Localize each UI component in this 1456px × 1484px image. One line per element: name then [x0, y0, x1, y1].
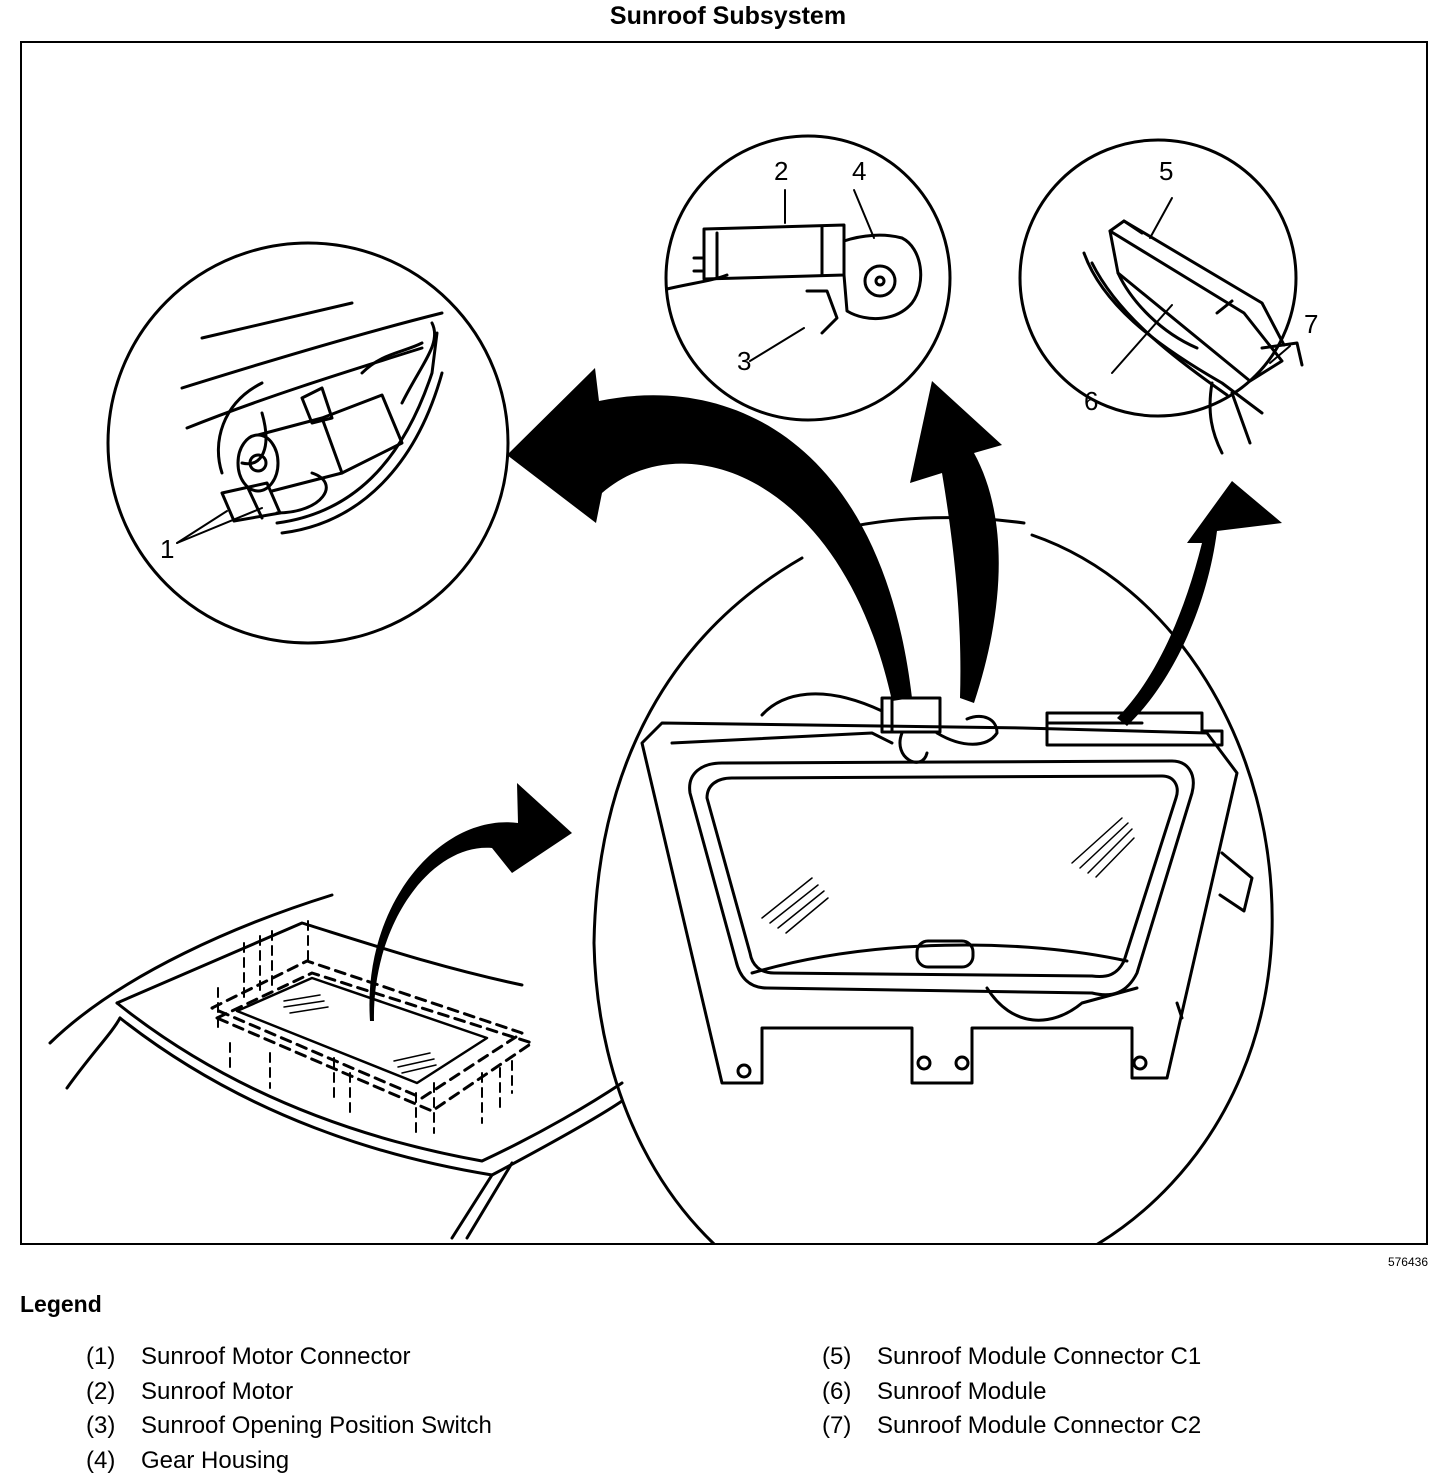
callout-4: 4 — [852, 156, 866, 186]
callout-6: 6 — [1084, 386, 1098, 416]
legend-number: (4) — [86, 1446, 116, 1474]
legend-label: Sunroof Opening Position Switch — [141, 1412, 492, 1440]
legend-label: Sunroof Motor Connector — [141, 1343, 411, 1371]
figure-id: 576436 — [1387, 1255, 1428, 1269]
legend-column-left: (1) Sunroof Motor Connector (2) Sunroof … — [86, 1340, 492, 1478]
arrow-to-module-detail — [1117, 481, 1282, 726]
legend-label: Sunroof Module — [877, 1377, 1047, 1405]
legend-column-right: (5) Sunroof Module Connector C1 (6) Sunr… — [822, 1340, 1201, 1444]
callout-2: 2 — [774, 156, 788, 186]
legend-item: (7) Sunroof Module Connector C2 — [822, 1409, 1201, 1444]
callout-7: 7 — [1304, 309, 1318, 339]
callout-5: 5 — [1159, 156, 1173, 186]
legend-number: (2) — [86, 1377, 116, 1405]
legend-item: (3) Sunroof Opening Position Switch — [86, 1409, 492, 1444]
arrow-to-motor-detail — [910, 381, 1002, 703]
legend-label: Sunroof Module Connector C2 — [877, 1412, 1202, 1440]
legend-item: (5) Sunroof Module Connector C1 — [822, 1340, 1201, 1375]
arrow-to-assembly-detail — [369, 783, 572, 1021]
sunroof-diagram: 1 2 3 4 5 6 7 — [48, 134, 1318, 1243]
legend-item: (1) Sunroof Motor Connector — [86, 1340, 492, 1375]
page-title: Sunroof Subsystem — [609, 2, 847, 30]
legend-number: (1) — [86, 1343, 116, 1371]
legend-number: (6) — [822, 1377, 852, 1405]
legend-heading: Legend — [20, 1291, 102, 1317]
legend-item: (4) Gear Housing — [86, 1444, 492, 1479]
vehicle-roof-illustration — [48, 893, 624, 1240]
legend-label: Gear Housing — [141, 1446, 290, 1474]
legend-number: (3) — [86, 1412, 116, 1440]
diagram-frame: 1 2 3 4 5 6 7 — [20, 41, 1428, 1245]
sunroof-assembly-detail — [592, 516, 1274, 1243]
sunroof-module-detail — [1018, 138, 1304, 455]
legend-number: (7) — [822, 1412, 852, 1440]
arrow-to-motor-connector — [507, 368, 912, 701]
legend-item: (6) Sunroof Module — [822, 1375, 1201, 1410]
legend-item: (2) Sunroof Motor — [86, 1375, 492, 1410]
legend-label: Sunroof Motor — [141, 1377, 294, 1405]
callout-3: 3 — [737, 346, 751, 376]
callout-1: 1 — [160, 534, 174, 564]
legend-number: (5) — [822, 1343, 852, 1371]
motor-connector-detail — [106, 241, 510, 645]
sunroof-motor-detail — [664, 134, 952, 422]
legend-label: Sunroof Module Connector C1 — [877, 1343, 1202, 1371]
